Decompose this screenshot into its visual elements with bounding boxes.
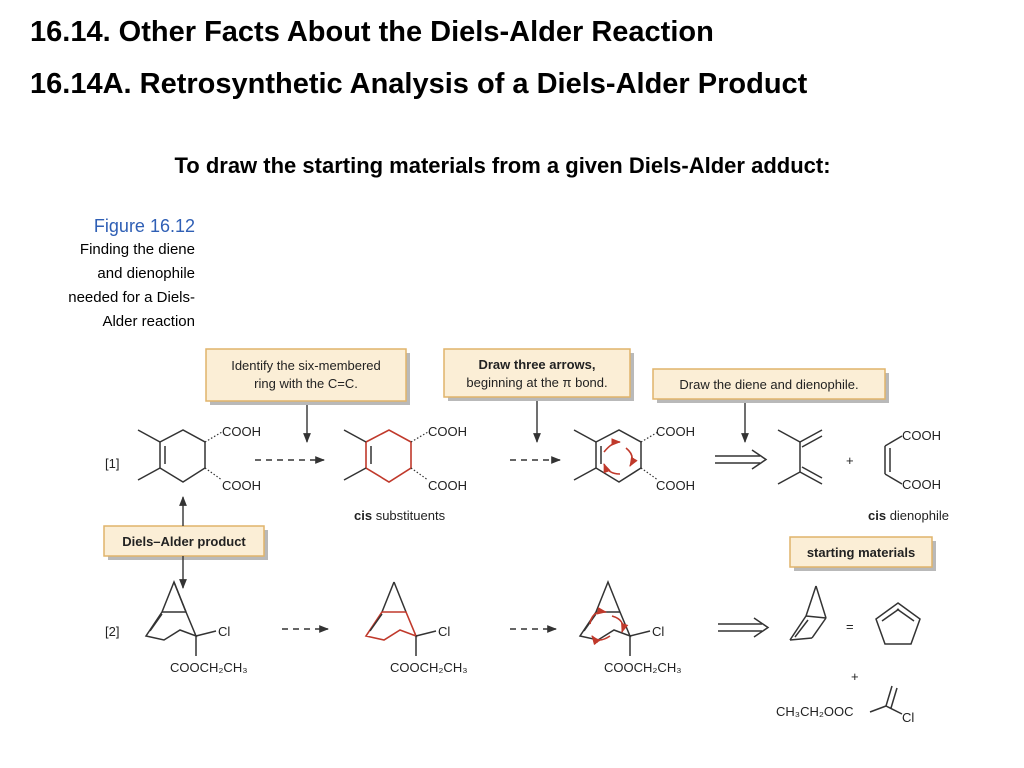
bicyclic-highlighted-ring: Cl COOCH₂CH₃ <box>364 581 468 675</box>
cooh-label: COOH <box>428 424 467 439</box>
chloro-label: Cl <box>902 710 914 725</box>
arrows-bold-text: Draw three arrows, <box>478 357 595 372</box>
diels-alder-product-box: Diels–Alder product <box>103 525 268 560</box>
equals-sign: = <box>846 619 854 634</box>
bicyclic-with-curved-arrows: Cl COOCH₂CH₃ <box>578 579 682 675</box>
retrosynthesis-open-arrow <box>718 617 770 638</box>
identify-line-2: ring with the C=C. <box>254 376 358 391</box>
diene-structure <box>777 429 823 485</box>
plus-sign: + <box>846 453 854 468</box>
adduct-highlighted-ring: COOH COOH <box>343 424 467 493</box>
identify-ring-box: Identify the six-membered ring with the … <box>205 348 410 405</box>
adduct-cyclohexene: COOH COOH <box>137 424 261 493</box>
cooh-label: COOH <box>222 478 261 493</box>
cooh-label: COOH <box>428 478 467 493</box>
draw-diene-box: Draw the diene and dienophile. <box>652 368 889 403</box>
draw-arrows-box: Draw three arrows, beginning at the π bo… <box>443 348 634 401</box>
chloro-label: Cl <box>438 624 450 639</box>
caption-line: and dienophile <box>97 265 195 282</box>
ester-label-left: CH₃CH₂OOC <box>776 704 854 719</box>
chloro-label: Cl <box>652 624 664 639</box>
identify-line-1: Identify the six-membered <box>231 358 381 373</box>
figure-number: Figure 16.12 <box>93 216 195 236</box>
cis-substituents-label: cis substituents <box>354 508 446 523</box>
ester-label: COOCH₂CH₃ <box>170 660 248 675</box>
cooh-label: COOH <box>902 428 941 443</box>
retrosynthesis-open-arrow <box>715 449 768 470</box>
cooh-label: COOH <box>656 478 695 493</box>
cooh-label: COOH <box>222 424 261 439</box>
adduct-with-curved-arrows: COOH COOH <box>573 424 695 493</box>
chloroacrylate-structure: CH₃CH₂OOC Cl <box>776 685 914 725</box>
starting-materials-box: starting materials <box>789 536 936 571</box>
title-section: 16.14A. Retrosynthetic Analysis of a Die… <box>30 68 808 100</box>
caption-line: Alder reaction <box>102 313 195 330</box>
plus-sign: + <box>851 669 859 684</box>
ester-label: COOCH₂CH₃ <box>390 660 468 675</box>
arrows-rest-text: beginning at the π bond. <box>466 375 607 390</box>
dienophile-structure: COOH COOH <box>884 428 941 492</box>
title-main: 16.14. Other Facts About the Diels-Alder… <box>30 16 714 48</box>
cyclopentadiene-perspective <box>789 585 827 641</box>
ester-label: COOCH₂CH₃ <box>604 660 682 675</box>
row-label-2: [2] <box>105 624 119 639</box>
caption-line: Finding the diene <box>79 241 195 258</box>
bicyclic-adduct: Cl COOCH₂CH₃ <box>144 579 248 675</box>
chloro-label: Cl <box>218 624 230 639</box>
draw-diene-text: Draw the diene and dienophile. <box>679 377 858 392</box>
row-label-1: [1] <box>105 456 119 471</box>
cis-dienophile-label: cis dienophile <box>868 508 949 523</box>
cooh-label: COOH <box>656 424 695 439</box>
cooh-label: COOH <box>902 477 941 492</box>
product-box-text: Diels–Alder product <box>122 534 246 549</box>
starting-box-text: starting materials <box>807 545 915 560</box>
caption-line: needed for a Diels- <box>68 289 195 306</box>
slide-subtitle: To draw the starting materials from a gi… <box>174 153 831 178</box>
cyclopentadiene-flat <box>875 602 921 645</box>
figure-caption: Figure 16.12 Finding the diene and dieno… <box>5 214 195 334</box>
